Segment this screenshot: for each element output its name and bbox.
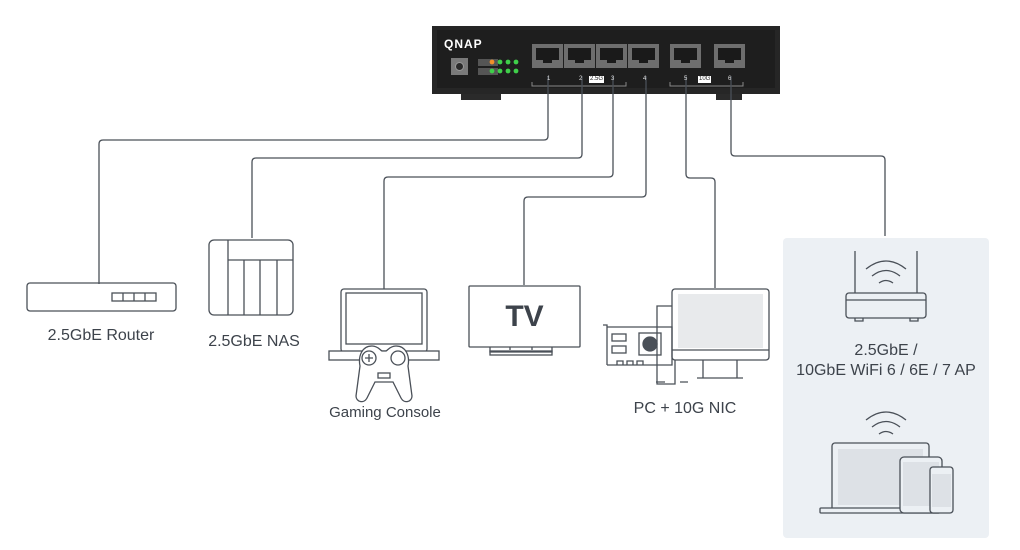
speed-tag-10g: 10G — [698, 76, 712, 83]
router-icon — [26, 282, 177, 312]
switch-brand-logo: QNAP — [444, 37, 483, 51]
status-led — [489, 59, 495, 65]
port-number-label: 1 — [547, 76, 551, 82]
cable-port-2 — [251, 76, 583, 238]
pc-nic-icon — [603, 288, 770, 385]
switch-foot-right — [716, 92, 742, 100]
link-led — [489, 68, 495, 74]
link-led — [497, 59, 503, 65]
ethernet-port-socket — [674, 48, 697, 63]
wifi-ap-icon — [845, 251, 927, 322]
cable-port-6 — [730, 76, 886, 236]
switch-foot-left — [461, 92, 501, 100]
pc-label: PC + 10G NIC — [633, 400, 737, 417]
port-group-bracket-10g — [669, 82, 744, 87]
cable-port-3 — [383, 76, 614, 289]
port-group-bracket-2-5g — [531, 82, 627, 87]
port-number-label: 3 — [611, 76, 615, 82]
ap-label-line2: 10GbE WiFi 6 / 6E / 7 AP — [796, 362, 976, 379]
ethernet-port-socket — [632, 48, 655, 63]
link-led — [513, 68, 519, 74]
ethernet-port-socket — [600, 48, 623, 63]
cable-port-1 — [98, 76, 549, 284]
led-label-1 — [478, 59, 498, 66]
link-led — [505, 59, 511, 65]
ethernet-port-socket — [568, 48, 591, 63]
gaming-console-icon — [328, 288, 440, 403]
console-label: Gaming Console — [329, 404, 441, 421]
tv-icon — [468, 285, 581, 356]
nas-label: 2.5GbE NAS — [208, 333, 300, 350]
wireless-devices-icon — [819, 411, 954, 514]
ethernet-port-socket — [536, 48, 559, 63]
port-number-label: 4 — [643, 76, 647, 82]
link-led — [505, 68, 511, 74]
cable-port-4 — [523, 76, 647, 285]
led-label-2 — [478, 68, 498, 75]
link-led — [497, 68, 503, 74]
switch — [432, 26, 780, 100]
port-number-label: 2 — [579, 76, 583, 82]
nas-icon — [208, 239, 294, 316]
speed-tag-2-5g: 2.5G — [589, 76, 605, 83]
cable-port-5 — [685, 76, 716, 288]
port-number-label: 6 — [728, 76, 732, 82]
link-led — [513, 59, 519, 65]
power-jack-hole — [455, 62, 464, 71]
tv-screen-text: TV — [505, 300, 544, 333]
ap-label-line1: 2.5GbE / — [854, 342, 918, 359]
cables — [98, 76, 886, 289]
port-number-label: 5 — [684, 76, 688, 82]
router-label: 2.5GbE Router — [47, 327, 155, 344]
ethernet-port-socket — [718, 48, 741, 63]
